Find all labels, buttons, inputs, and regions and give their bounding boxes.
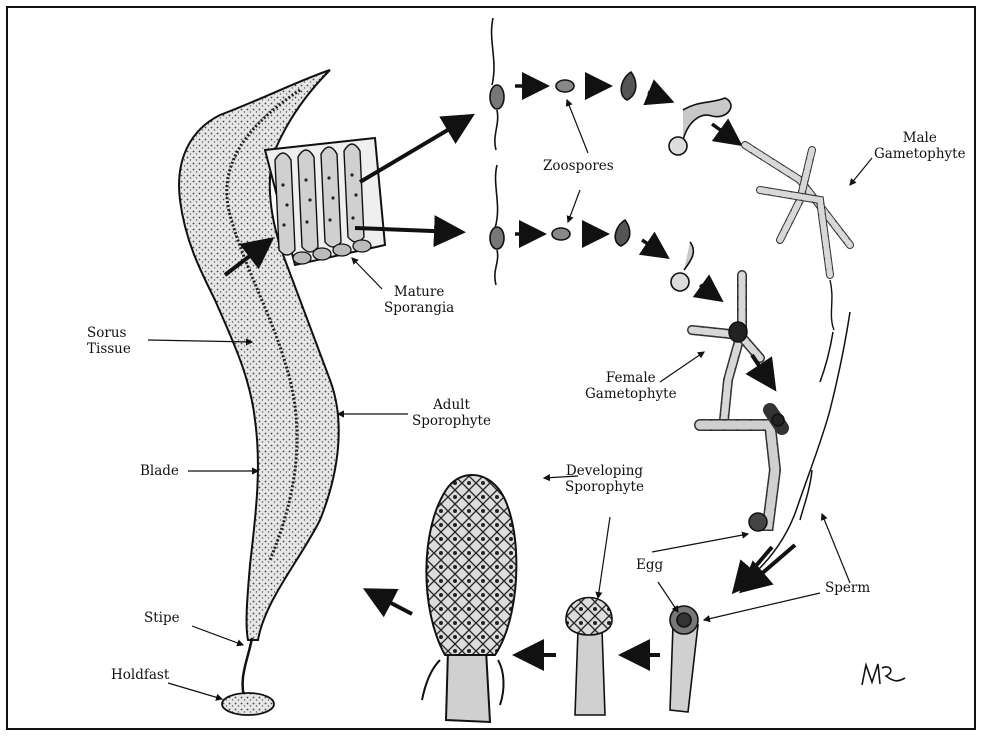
- label-developing-line2: Sporophyte: [565, 479, 644, 495]
- arrow-z8: [700, 285, 718, 298]
- artist-signature: [862, 664, 905, 685]
- label-mature-line1: Mature: [384, 284, 454, 300]
- zoospore-row-lower: [490, 165, 693, 291]
- label-sorus-tissue: Sorus Tissue: [87, 325, 131, 357]
- label-sorus-line2: Tissue: [87, 341, 131, 357]
- label-male-line1: Male: [874, 130, 966, 146]
- label-holdfast: Holdfast: [111, 667, 169, 683]
- label-developing-line1: Developing: [565, 463, 644, 479]
- label-female-line2: Gametophyte: [585, 386, 677, 402]
- label-adult-line1: Adult: [412, 397, 491, 413]
- label-adult-line2: Sporophyte: [412, 413, 491, 429]
- label-female-gametophyte: Female Gametophyte: [585, 370, 677, 402]
- label-male-gametophyte: Male Gametophyte: [874, 130, 966, 162]
- label-blade: Blade: [140, 463, 179, 479]
- label-sorus-line1: Sorus: [87, 325, 131, 341]
- label-mature-line2: Sporangia: [384, 300, 454, 316]
- leader-developing-2: [598, 517, 610, 598]
- leader-sperm-2: [704, 593, 820, 620]
- label-zoospores: Zoospores: [543, 158, 614, 174]
- female-gametophyte: [692, 275, 760, 420]
- leader-zoospores-lower: [568, 190, 580, 222]
- arrow-z3: [648, 92, 668, 100]
- leader-holdfast: [168, 683, 222, 699]
- label-developing-sporophyte: Developing Sporophyte: [565, 463, 644, 495]
- fertilized-egg-stalk: [670, 606, 698, 712]
- egg-gametophyte: [700, 410, 784, 531]
- label-egg: Egg: [636, 557, 663, 573]
- leader-sperm-1: [822, 514, 850, 583]
- stipe: [243, 638, 252, 700]
- label-stipe: Stipe: [144, 610, 180, 626]
- label-male-line2: Gametophyte: [874, 146, 966, 162]
- male-gametophyte: [745, 145, 850, 330]
- arrow-z4: [712, 124, 737, 142]
- leader-egg-2: [658, 582, 678, 612]
- arrow-z7: [642, 240, 664, 255]
- leader-mature: [352, 258, 382, 289]
- label-mature-sporangia: Mature Sporangia: [384, 284, 454, 316]
- early-sporophyte: [566, 598, 612, 716]
- label-female-line1: Female: [585, 370, 677, 386]
- label-sperm: Sperm: [825, 580, 870, 596]
- label-adult-sporophyte: Adult Sporophyte: [412, 397, 491, 429]
- leader-stipe: [192, 626, 243, 645]
- arrow-developing-to-adult: [370, 592, 412, 614]
- leader-egg-1: [652, 534, 748, 552]
- holdfast: [222, 693, 274, 715]
- leader-zoospores-upper: [567, 100, 588, 153]
- mature-sporangia: [265, 138, 385, 265]
- leader-male: [850, 158, 872, 185]
- developing-sporophyte: [422, 475, 516, 722]
